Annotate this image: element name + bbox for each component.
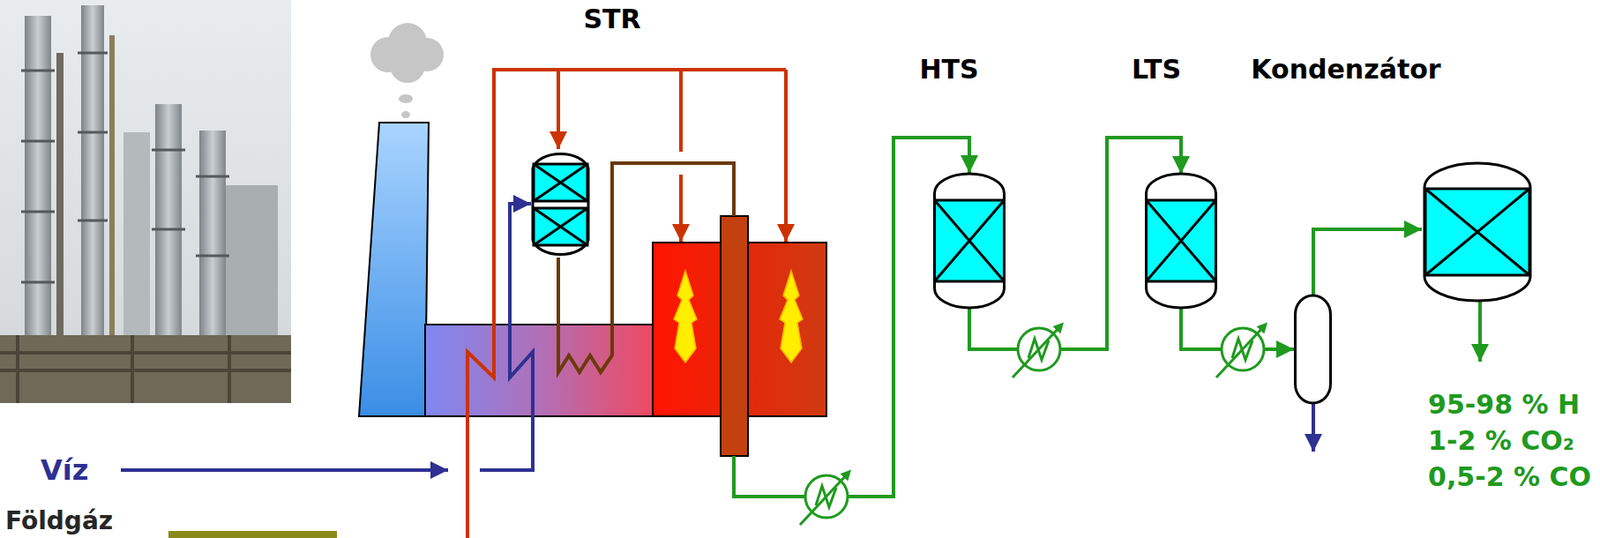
photo-sky (0, 0, 292, 404)
shift-reactor: LTS (1144, 173, 1218, 308)
vessel-outline (933, 173, 1006, 308)
vessel-shell (1146, 173, 1217, 308)
psa-vessel (1424, 163, 1531, 301)
water-lines (120, 203, 1314, 471)
unit-heading: LTS (1131, 54, 1182, 86)
photo-tower (199, 130, 226, 369)
burner-flame (779, 270, 803, 363)
reformer-tube (720, 216, 748, 457)
syngas-lines (733, 137, 1481, 497)
vessel-shell (1424, 163, 1531, 301)
exchanger-arrow (800, 473, 848, 525)
smoke-puff (398, 94, 413, 104)
exchanger-arrow (1216, 326, 1264, 378)
convection-section (425, 324, 653, 417)
photo-pipes (0, 335, 292, 404)
heat-exchanger-symbol (1012, 326, 1061, 378)
product-line (1478, 300, 1482, 362)
unit-heading: Kondenzátor (1250, 54, 1441, 86)
refinery-photo (0, 0, 292, 404)
catalyst-cross (1146, 200, 1217, 282)
heat-exchanger-symbol (1216, 326, 1264, 378)
catalyst-cross (533, 208, 588, 246)
smoke-puff (401, 111, 411, 119)
vessel-outline (1144, 173, 1218, 308)
unit-heading: HTS (919, 54, 979, 86)
shift-reactor: HTS (933, 173, 1006, 308)
heat-exchanger-symbol (800, 473, 848, 525)
vessel-shell (532, 154, 589, 255)
unit-label: STR (583, 4, 641, 36)
mixing-vessel (532, 154, 589, 255)
adsorber-bed (1425, 188, 1530, 276)
photo-tower (24, 15, 52, 369)
photo-ground (0, 335, 292, 404)
gas-line (467, 69, 786, 538)
gas-line (679, 69, 683, 152)
vessel-shell (934, 173, 1005, 308)
composition-value: 95-98 % H (1428, 389, 1580, 421)
catalyst-bed (1146, 200, 1217, 282)
condensate-line (1311, 403, 1316, 452)
vessel-outline (1293, 295, 1332, 404)
photo-pipe (56, 52, 64, 371)
photo-platform (21, 52, 230, 283)
stream-label: Földgáz (5, 507, 113, 536)
gas-line (556, 69, 561, 150)
stream-label: Víz (40, 454, 89, 487)
chimney (358, 122, 429, 417)
composition-value: 0,5-2 % CO (1428, 462, 1592, 494)
catalyst-cross (533, 164, 588, 202)
gas-line (784, 69, 788, 242)
photo-pipe (109, 35, 115, 371)
burner-flame (673, 270, 697, 363)
smoke-puff (389, 47, 426, 83)
condenser-drum: Kondenzátor (1293, 295, 1332, 404)
smoke-cloud (370, 22, 444, 119)
photo-structure (123, 132, 150, 362)
adsorber-cross (1425, 188, 1530, 276)
exchanger-arrow (1012, 326, 1061, 378)
catalyst-cross (934, 200, 1005, 282)
gas-line (1313, 229, 1422, 296)
water-line (120, 468, 449, 472)
gas-stream-bar (168, 530, 337, 538)
gas-lines (467, 69, 786, 538)
catalyst-bed (533, 208, 588, 246)
catalyst-bed (533, 164, 588, 202)
photo-tower (81, 5, 105, 369)
catalyst-bed (934, 200, 1005, 282)
feed-line (558, 163, 734, 373)
photo-tower (155, 104, 182, 369)
water-line (479, 203, 533, 471)
vessel-shell (1295, 295, 1331, 404)
composition-value: 1-2 % CO₂ (1428, 426, 1575, 457)
gas-line (679, 174, 683, 242)
